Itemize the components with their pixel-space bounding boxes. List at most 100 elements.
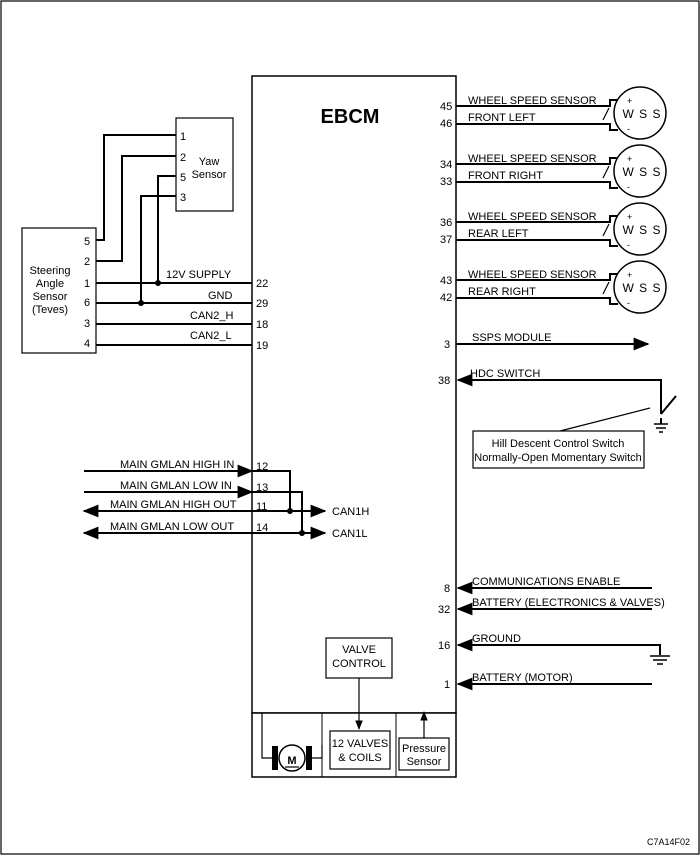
circuit-label-can2-l: CAN2_L [190, 330, 232, 342]
hdc-desc-1: Hill Descent Control Switch [492, 438, 625, 450]
gmlan-low-out-label: MAIN GMLAN LOW OUT [110, 521, 234, 533]
hdc-description-box [472, 430, 645, 469]
pump-motor-icon: M [261, 713, 323, 772]
wss-label-1: WHEEL SPEED SENSOR [468, 153, 597, 165]
steering-pin: 2 [84, 256, 90, 268]
pin-37: 37 [440, 234, 452, 246]
yaw-pin: 5 [180, 172, 186, 184]
pin-18: 18 [256, 319, 268, 331]
pin-16: 16 [438, 640, 450, 652]
ssps-module-label: SSPS MODULE [472, 332, 551, 344]
pin-36: 36 [440, 217, 452, 229]
wss-minus: - [627, 124, 630, 134]
hdc-desc-2: Normally-Open Momentary Switch [474, 452, 642, 464]
gmlan-high-out-label: MAIN GMLAN HIGH OUT [110, 499, 237, 511]
pin-13: 13 [256, 482, 268, 494]
wss-rear-right: + - W S S WHEEL SPEED SENSOR REAR RIGHT … [440, 260, 667, 314]
pin-8: 8 [444, 583, 450, 595]
yaw-pin: 3 [180, 192, 186, 204]
wss-front-left: + - W S S WHEEL SPEED SENSOR FRONT LEFT … [440, 86, 667, 140]
figure-code: C7A14F02 [647, 837, 690, 847]
wss-label-1: WHEEL SPEED SENSOR [468, 95, 597, 107]
steering-sensor-box [21, 227, 97, 354]
wss-text: W S S [622, 107, 661, 121]
pressure-sensor-box [398, 737, 450, 771]
wss-front-right: + - W S S WHEEL SPEED SENSOR FRONT RIGHT… [440, 144, 667, 198]
wss-label-2: REAR LEFT [468, 228, 529, 240]
pin-3: 3 [444, 339, 450, 351]
wss-minus: - [627, 182, 630, 192]
steering-label-2: Angle [36, 278, 64, 290]
valve-control-label-1: VALVE [342, 644, 376, 656]
circuit-label-12v-supply: 12V SUPPLY [166, 269, 232, 281]
wss-plus: + [627, 270, 632, 280]
valves-label-2: & COILS [338, 752, 381, 764]
circuit-label-can2-h: CAN2_H [190, 310, 233, 322]
motor-label: M [287, 755, 296, 767]
pin-22: 22 [256, 278, 268, 290]
wss-text: W S S [622, 281, 661, 295]
yaw-label-2: Sensor [192, 169, 227, 181]
pin-32: 32 [438, 604, 450, 616]
can1h-label: CAN1H [332, 506, 369, 518]
valves-coils-box [329, 730, 391, 770]
gmlan-wiring [82, 464, 327, 540]
ebcm-title: EBCM [321, 106, 380, 128]
wss-label-2: REAR RIGHT [468, 286, 536, 298]
pin-14: 14 [256, 522, 268, 534]
pin-38: 38 [438, 375, 450, 387]
pin-43: 43 [440, 275, 452, 287]
wss-label-2: FRONT LEFT [468, 112, 536, 124]
pin-11: 11 [256, 501, 267, 513]
wss-plus: + [627, 154, 632, 164]
battery-motor-label: BATTERY (MOTOR) [472, 672, 573, 684]
pin-34: 34 [440, 159, 452, 171]
pin-29: 29 [256, 298, 268, 310]
pin-19: 19 [256, 340, 268, 352]
pressure-label-2: Sensor [407, 756, 442, 768]
valves-label-1: 12 VALVES [332, 738, 388, 750]
steering-label-3: Sensor [33, 291, 68, 303]
can1l-label: CAN1L [332, 528, 367, 540]
ebcm-box [251, 75, 457, 714]
pin-1: 1 [444, 679, 450, 691]
yaw-pin: 2 [180, 152, 186, 164]
sensor-wiring [96, 134, 252, 346]
wss-text: W S S [622, 165, 661, 179]
hdc-switch-icon [654, 395, 677, 433]
valve-control-label-2: CONTROL [332, 658, 386, 670]
yaw-label-1: Yaw [199, 156, 220, 168]
pin-42: 42 [440, 292, 452, 304]
ground-icon [650, 655, 670, 665]
wss-rear-left: + - W S S WHEEL SPEED SENSOR REAR LEFT 3… [440, 202, 667, 256]
steering-label-4: (Teves) [32, 304, 68, 316]
steering-pin: 4 [84, 338, 90, 350]
wss-text: W S S [622, 223, 661, 237]
pin-33: 33 [440, 176, 452, 188]
wss-label-1: WHEEL SPEED SENSOR [468, 269, 597, 281]
hdc-switch-label: HDC SWITCH [470, 368, 540, 380]
ground-label: GROUND [472, 633, 521, 645]
pin-46: 46 [440, 118, 452, 130]
comm-enable-label: COMMUNICATIONS ENABLE [472, 576, 620, 588]
wss-minus: - [627, 240, 630, 250]
wss-plus: + [627, 212, 632, 222]
circuit-label-gnd: GND [208, 290, 233, 302]
steering-label-1: Steering [30, 265, 71, 277]
pin-12: 12 [256, 461, 268, 473]
wss-minus: - [627, 298, 630, 308]
pin-45: 45 [440, 101, 452, 113]
steering-pin: 6 [84, 297, 90, 309]
battery-electronics-label: BATTERY (ELECTRONICS & VALVES) [472, 597, 665, 609]
wss-plus: + [627, 96, 632, 106]
steering-pin: 5 [84, 236, 90, 248]
yaw-sensor-box [175, 117, 234, 212]
pressure-label-1: Pressure [402, 743, 446, 755]
gmlan-low-in-label: MAIN GMLAN LOW IN [120, 480, 232, 492]
valve-control-box [325, 637, 393, 679]
steering-pin: 3 [84, 318, 90, 330]
steering-pin: 1 [84, 278, 90, 290]
